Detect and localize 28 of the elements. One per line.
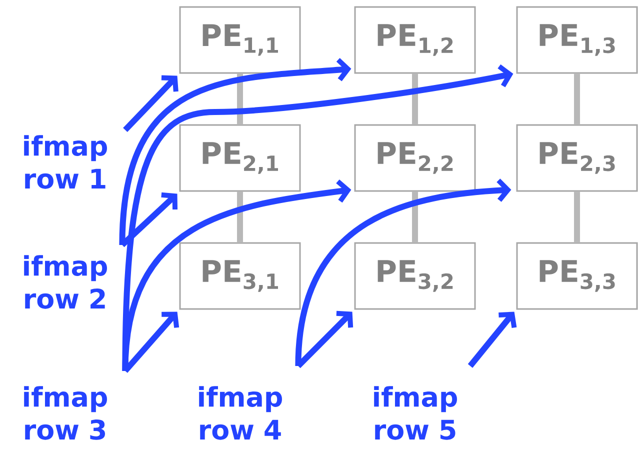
arrow bbox=[122, 312, 180, 373]
pe-box: PE$_{3,1}$ bbox=[179, 242, 301, 310]
ifmap-label: ifmap row 2 bbox=[24, 255, 107, 309]
ifmap-label: ifmap row 1 bbox=[24, 135, 107, 189]
connector-line bbox=[574, 192, 580, 242]
connector-line bbox=[412, 74, 418, 124]
pe-box: PE$_{1,1}$ bbox=[179, 6, 301, 74]
ifmap-label: ifmap row 3 bbox=[24, 386, 107, 440]
arrow bbox=[468, 312, 517, 368]
pe-box: PE$_{2,1}$ bbox=[179, 124, 301, 192]
connector-line bbox=[574, 74, 580, 124]
arrow bbox=[296, 310, 354, 368]
pe-box: PE$_{3,2}$ bbox=[354, 242, 476, 310]
arrow bbox=[295, 178, 512, 366]
pe-box: PE$_{1,3}$ bbox=[516, 6, 638, 74]
pe-box: PE$_{1,2}$ bbox=[354, 6, 476, 74]
pe-box: PE$_{2,3}$ bbox=[516, 124, 638, 192]
arrow bbox=[120, 192, 178, 248]
ifmap-label: ifmap row 5 bbox=[374, 386, 457, 440]
pe-box: PE$_{2,2}$ bbox=[354, 124, 476, 192]
arrow bbox=[122, 64, 514, 371]
arrow bbox=[123, 75, 178, 132]
connector-line bbox=[412, 192, 418, 242]
connector-line bbox=[237, 74, 243, 124]
pe-box: PE$_{3,3}$ bbox=[516, 242, 638, 310]
arrow bbox=[119, 58, 352, 246]
ifmap-label: ifmap row 4 bbox=[199, 386, 282, 440]
connector-line bbox=[237, 192, 243, 242]
